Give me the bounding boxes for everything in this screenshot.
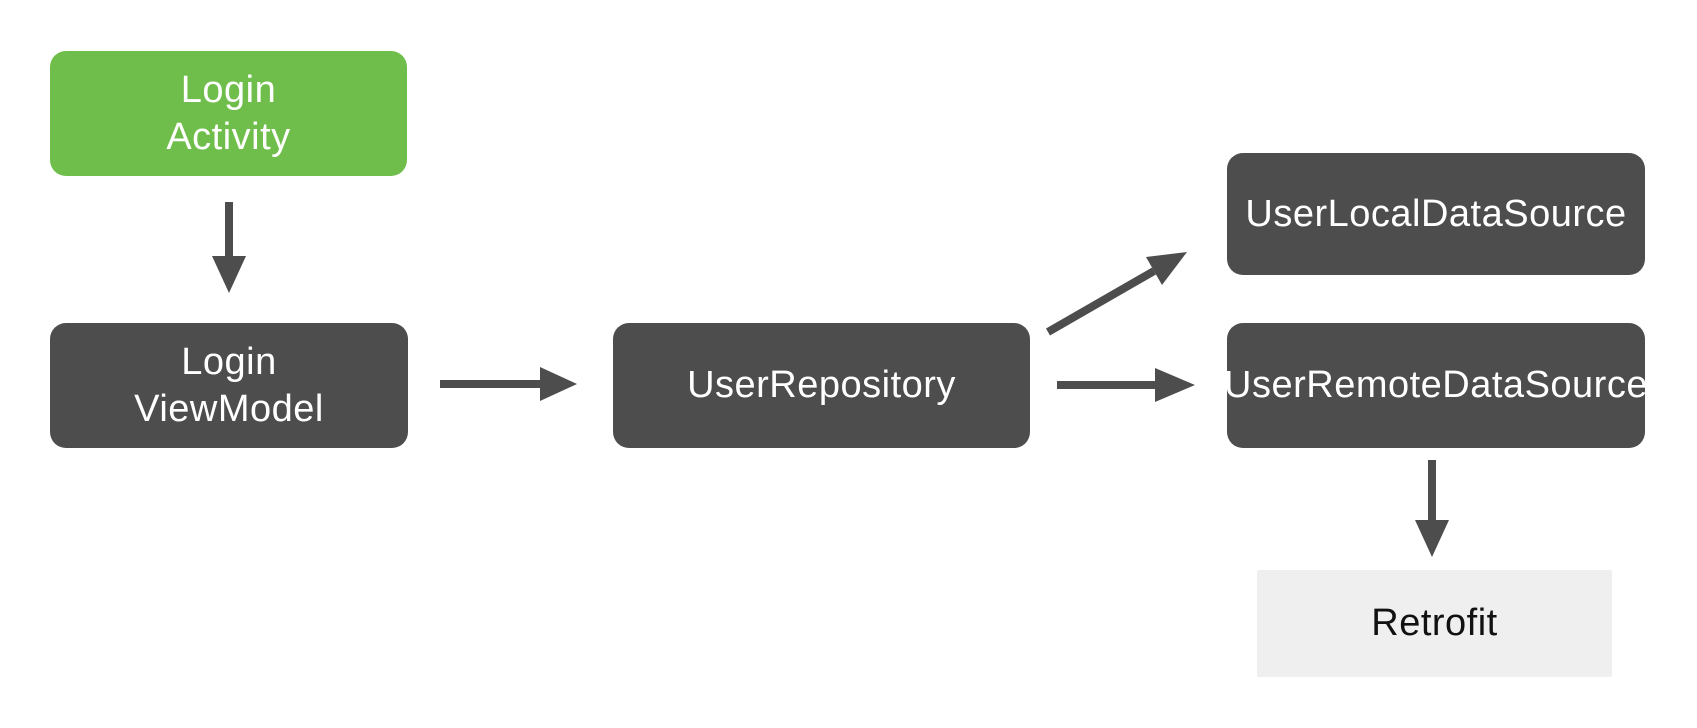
node-login-viewmodel-label-line1: Login xyxy=(181,341,277,384)
arrow-login-activity-to-viewmodel xyxy=(212,202,246,293)
node-user-remote-datasource-label: UserRemoteDataSource xyxy=(1224,364,1648,407)
node-retrofit-label: Retrofit xyxy=(1371,602,1498,645)
node-user-repository-label: UserRepository xyxy=(687,364,956,407)
node-login-activity: Login Activity xyxy=(50,51,407,176)
node-user-local-datasource: UserLocalDataSource xyxy=(1227,153,1645,275)
node-login-viewmodel-label-line2: ViewModel xyxy=(134,387,324,430)
node-login-activity-label-line1: Login xyxy=(180,69,277,112)
node-retrofit: Retrofit xyxy=(1257,570,1612,677)
node-user-remote-datasource: UserRemoteDataSource xyxy=(1224,323,1648,448)
arrow-remote-datasource-to-retrofit xyxy=(1415,460,1449,557)
arrow-viewmodel-to-repository xyxy=(440,367,577,401)
node-user-repository: UserRepository xyxy=(613,323,1030,448)
arrow-repository-to-local-datasource xyxy=(1046,252,1187,336)
node-login-activity-label-line2: Activity xyxy=(166,115,291,158)
node-login-viewmodel: Login ViewModel xyxy=(50,323,408,448)
node-user-local-datasource-label: UserLocalDataSource xyxy=(1245,192,1627,235)
arrow-repository-to-remote-datasource xyxy=(1057,368,1195,402)
